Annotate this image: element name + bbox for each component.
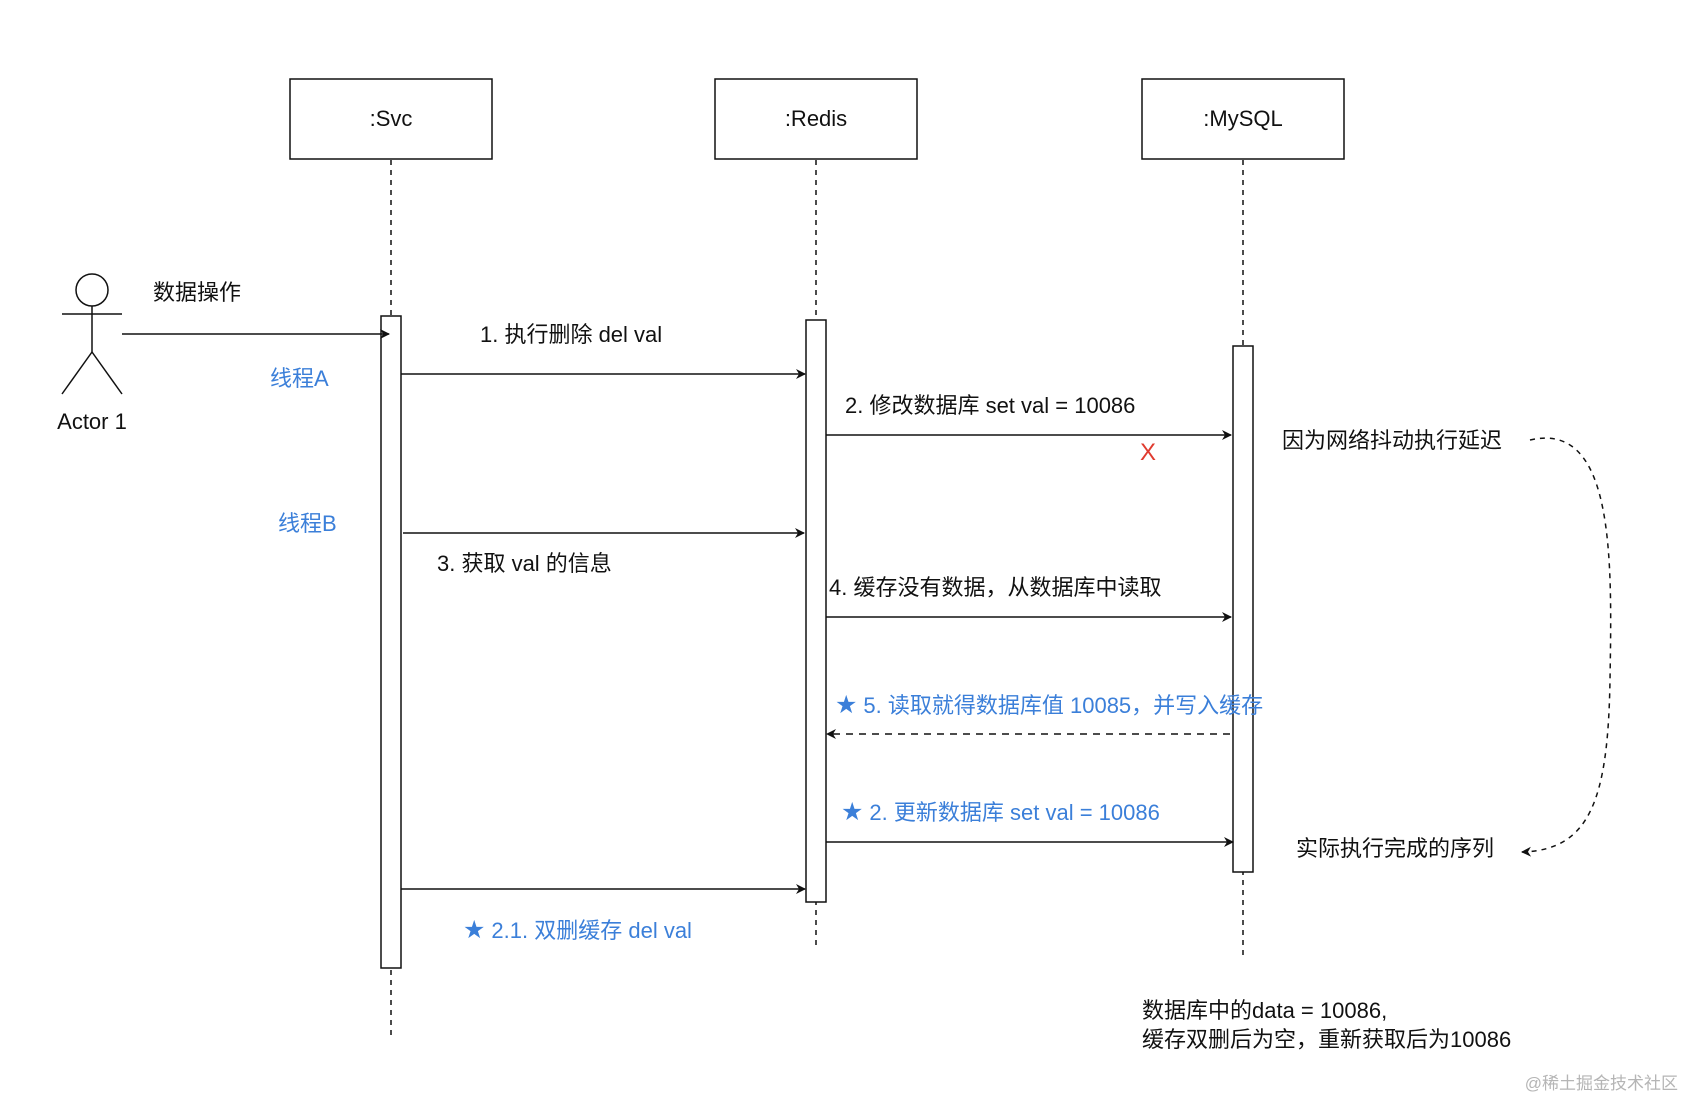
message-text: 2.1. 双删缓存 del val <box>491 918 692 943</box>
message-label-2: 2. 修改数据库 set val = 10086 <box>845 393 1135 418</box>
participant-label: :Redis <box>785 106 847 131</box>
message-label-3: 3. 获取 val 的信息 <box>437 551 612 576</box>
participant-label: :Svc <box>370 106 413 131</box>
star-icon: ★ <box>835 691 857 719</box>
reorder-curve-arrow <box>1521 437 1612 857</box>
failed-mark: X <box>1140 439 1156 466</box>
participant-svc: :Svc <box>289 78 493 160</box>
result-note-line-2: 缓存双删后为空，重新获取后为10086 <box>1142 1027 1511 1052</box>
actor-message-label: 数据操作 <box>153 280 241 305</box>
participant-redis: :Redis <box>714 78 918 160</box>
watermark: @稀土掘金技术社区 <box>1525 1074 1678 1093</box>
message-text: 2. 更新数据库 set val = 10086 <box>869 800 1159 825</box>
activation-svc <box>380 315 402 969</box>
result-note-line-1: 数据库中的data = 10086, <box>1142 998 1387 1023</box>
thread-b-label: 线程B <box>278 511 337 536</box>
thread-a-label: 线程A <box>270 366 329 391</box>
participant-mysql: :MySQL <box>1141 78 1345 160</box>
message-label-4: 4. 缓存没有数据，从数据库中读取 <box>829 575 1161 600</box>
participant-label: :MySQL <box>1203 106 1282 131</box>
actor-head <box>75 273 109 307</box>
activation-redis <box>805 319 827 903</box>
message-text: 5. 读取就得数据库值 10085，并写入缓存 <box>863 693 1263 718</box>
actor-label: Actor 1 <box>57 409 127 434</box>
star-icon: ★ <box>463 916 485 944</box>
participant-box <box>1141 78 1345 160</box>
participant-box <box>289 78 493 160</box>
actor-figure <box>61 273 123 395</box>
star-icon: ★ <box>841 798 863 826</box>
message-label-5: ★5. 读取就得数据库值 10085，并写入缓存 <box>835 691 1263 719</box>
activation-mysql <box>1232 345 1254 873</box>
message-label-1: 1. 执行删除 del val <box>480 322 662 347</box>
actual-sequence-note: 实际执行完成的序列 <box>1296 836 1494 861</box>
delay-note: 因为网络抖动执行延迟 <box>1282 428 1502 453</box>
message-label-7: ★2.1. 双删缓存 del val <box>463 916 692 944</box>
message-label-6: ★2. 更新数据库 set val = 10086 <box>841 798 1160 826</box>
participant-box <box>714 78 918 160</box>
